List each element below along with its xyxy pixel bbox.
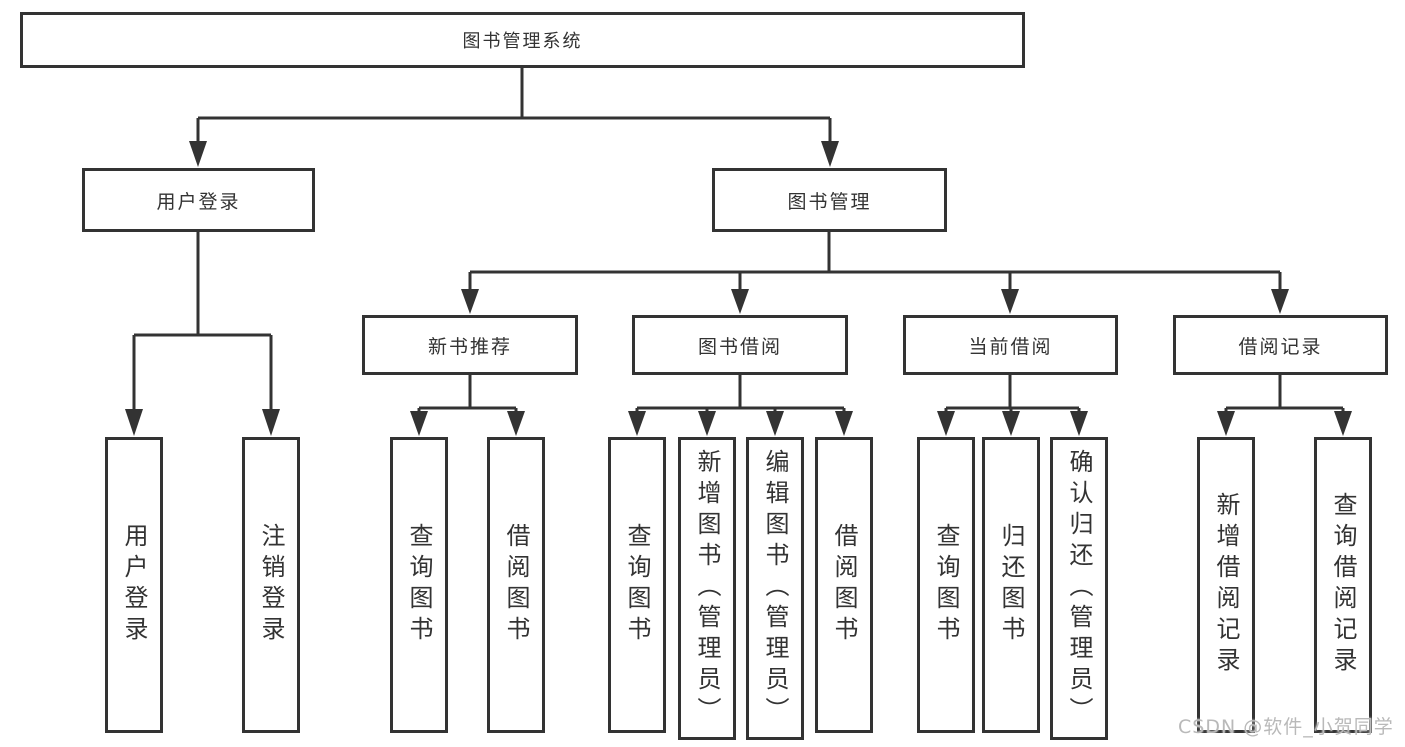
node-new-book-recommend: 新书推荐 [362,315,578,375]
leaf-bb-add-books-admin-label: 新增图书（管理员） [693,449,721,728]
leaf-user-login-label: 用户登录 [120,523,148,647]
watermark: CSDN @软件_小贺同学 [1178,716,1394,738]
node-current-borrowing-label: 当前借阅 [968,335,1053,358]
leaf-br-add-record-label: 新增借阅记录 [1212,492,1240,678]
leaf-nb-borrow-books-label: 借阅图书 [502,523,530,647]
leaf-cb-confirm-return-admin: 确认归还（管理员） [1050,437,1108,740]
node-user-login: 用户登录 [82,168,315,232]
leaf-logout-login: 注销登录 [242,437,300,733]
leaf-nb-borrow-books: 借阅图书 [487,437,545,733]
leaf-br-query-record-label: 查询借阅记录 [1329,492,1357,678]
node-current-borrowing: 当前借阅 [903,315,1118,375]
node-user-login-label: 用户登录 [156,190,241,213]
leaf-cb-confirm-return-admin-label: 确认归还（管理员） [1065,449,1093,728]
node-borrowing-records-label: 借阅记录 [1238,335,1323,358]
leaf-bb-add-books-admin: 新增图书（管理员） [678,437,736,740]
leaf-br-add-record: 新增借阅记录 [1197,437,1255,733]
leaf-nb-query-books: 查询图书 [390,437,448,733]
node-root-label: 图书管理系统 [462,31,583,52]
node-borrowing-records: 借阅记录 [1173,315,1388,375]
leaf-cb-query-books-label: 查询图书 [932,523,960,647]
leaf-bb-borrow-books-label: 借阅图书 [830,523,858,647]
leaf-nb-query-books-label: 查询图书 [405,523,433,647]
leaf-cb-return-books-label: 归还图书 [997,523,1025,647]
leaf-bb-borrow-books: 借阅图书 [815,437,873,733]
leaf-user-login: 用户登录 [105,437,163,733]
node-root: 图书管理系统 [20,12,1025,68]
node-book-management-label: 图书管理 [787,190,872,213]
leaf-bb-edit-books-admin: 编辑图书（管理员） [746,437,804,740]
leaf-bb-query-books-label: 查询图书 [623,523,651,647]
leaf-bb-edit-books-admin-label: 编辑图书（管理员） [761,449,789,728]
node-book-borrowing-label: 图书借阅 [697,335,782,358]
arrowheads [125,141,1352,436]
leaf-logout-login-label: 注销登录 [257,523,285,647]
leaf-br-query-record: 查询借阅记录 [1314,437,1372,733]
leaf-cb-return-books: 归还图书 [982,437,1040,733]
leaf-cb-query-books: 查询图书 [917,437,975,733]
node-book-management: 图书管理 [712,168,947,232]
leaf-bb-query-books: 查询图书 [608,437,666,733]
node-book-borrowing: 图书借阅 [632,315,848,375]
node-new-book-recommend-label: 新书推荐 [427,335,512,358]
